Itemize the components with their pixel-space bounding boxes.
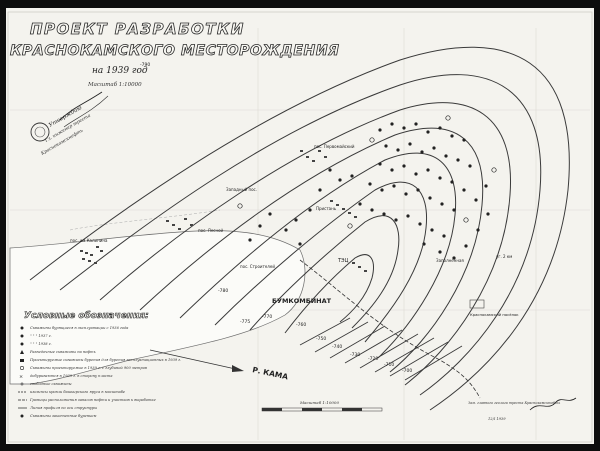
contour-label: -730 — [350, 352, 360, 358]
map-legend: Условные обозначения: Скважины бурящиеся… — [18, 310, 181, 418]
legend-item: Скважины проектируемые в 1939 г. с глуби… — [30, 366, 147, 370]
contour-label: -740 — [332, 344, 342, 350]
contour-line — [179, 152, 457, 359]
contour-label: -770 — [262, 314, 272, 320]
legend-item: Скважины законченные бурением — [30, 414, 97, 418]
label-zapolnennaya: Заполненная — [436, 258, 464, 263]
contour-label: -790 — [140, 62, 150, 68]
contour-line — [139, 127, 484, 373]
label-pos-zapadnyi: Западный пос. — [226, 187, 257, 192]
signature-scrawl-bottom — [529, 397, 577, 411]
contour-label: -750 — [316, 336, 326, 342]
legend-item: " " " 1937 г. — [30, 334, 52, 338]
legend-dot-icon — [20, 326, 24, 330]
well-markers — [248, 122, 490, 260]
legend-x-icon: × — [19, 374, 23, 380]
signature-date: 12/I 1939 — [488, 417, 506, 421]
legend-item: " " " 1938 г. — [30, 342, 52, 346]
contour-label: -780 — [218, 288, 228, 294]
contour-line — [29, 46, 570, 411]
contour-label: -760 — [296, 322, 306, 328]
contour-label: -700 — [402, 368, 412, 374]
contour-labels: -790 -780 -775 -770 -760 -750 -740 -730 … — [140, 62, 412, 374]
map-title-line2: КРАСНОКАМСКОГО МЕСТОРОЖДЕНИЯ — [10, 43, 340, 59]
legend-dot-icon — [20, 334, 24, 338]
legend-item: изогипсы кровли башкирского яруса в масш… — [30, 390, 125, 394]
legend-item: Проектируемые скважины бурения для бурен… — [29, 358, 181, 362]
bottom-scale-label: Масштаб 1:10000 — [299, 400, 339, 405]
contour-lines — [29, 46, 570, 411]
contour-label: -710 — [384, 362, 394, 368]
signature-block: Зам. главного геолога треста Краснокамск… — [468, 397, 577, 421]
label-pos-lesnoi: пос. Лесной — [198, 228, 224, 233]
paper — [6, 8, 594, 444]
legend-item: свободные скважины — [30, 382, 72, 386]
contour-line — [284, 254, 374, 334]
scale-line: Масштаб 1:10000 — [87, 81, 142, 88]
settlement-blocks — [80, 150, 485, 309]
label-pos-pervomaiskii: пос. Первомайский — [314, 144, 355, 149]
year-line: на 1939 год — [92, 66, 148, 76]
signature-note: Зам. главного геолога треста Краснокамск… — [468, 401, 560, 405]
legend-dot-icon — [20, 342, 24, 346]
label-pristan: Пристань — [316, 206, 337, 211]
legend-title: Условные обозначения: — [24, 310, 149, 321]
label-tets: ТЭЦ — [337, 258, 349, 264]
label-pos-stroitelei: пос. Строителей — [240, 264, 275, 269]
legend-item: Границы расположения запасов нефти и уча… — [29, 398, 156, 402]
contour-line — [214, 181, 428, 343]
legend-item: Скважины бурящиеся в эксплуатации с 1936… — [30, 326, 128, 330]
contour-label: -775 — [240, 319, 250, 325]
well-rings — [237, 115, 497, 229]
paper-frame — [7, 11, 593, 443]
contour-line — [99, 102, 512, 386]
legend-ring-icon — [19, 365, 24, 370]
legend-square-icon — [20, 359, 24, 362]
contour-label: -720 — [368, 356, 378, 362]
place-labels: БУМКОМБИНАТ пос. Первомайский Западный п… — [70, 144, 519, 317]
legend-item: добуриваются в 1939 г. в сторону пласта — [30, 374, 112, 378]
legend-dot-icon — [20, 414, 24, 418]
scale-bar: Масштаб 1:10000 — [261, 400, 383, 412]
map-title-line1: ПРОЕКТ РАЗРАБОТКИ — [30, 20, 245, 38]
legend-triangle-icon — [20, 350, 24, 354]
contour-hatching — [299, 317, 463, 381]
signature-scrawl — [59, 91, 103, 121]
label-ugol: уг. 2 км — [496, 254, 512, 259]
boundary-line — [299, 259, 481, 399]
legend-item: Разведочные скважины на нефть — [29, 350, 96, 354]
legend-item: Линия профиля по оси структуры — [29, 406, 97, 410]
contour-line — [249, 215, 400, 331]
label-pos-kalinina: пос. им Калинина — [70, 238, 108, 243]
label-bumkombinat: БУМКОМБИНАТ — [272, 297, 332, 305]
contour-line — [59, 74, 542, 396]
label-krasnokamsk-pos: Краснокамский посёлок — [470, 312, 519, 317]
legend-circle-icon — [20, 382, 24, 386]
